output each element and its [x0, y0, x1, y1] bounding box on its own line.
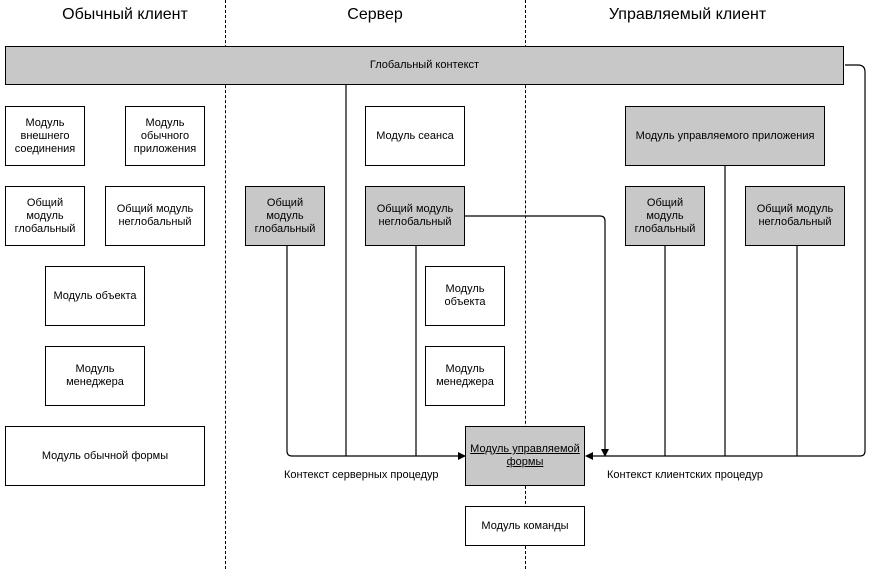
server-manager-module: Модуль менеджера: [425, 346, 505, 406]
session-module: Модуль сеанса: [365, 106, 465, 166]
module-external-connection: Модуль внешнего соединения: [5, 106, 85, 166]
column-divider-left: [225, 0, 226, 569]
managed-application-module-label: Модуль управляемого приложения: [635, 129, 815, 142]
command-module-label: Модуль команды: [481, 519, 569, 532]
wire-server-common-global: [286, 246, 466, 460]
global-context-label: Глобальный контекст: [369, 59, 480, 71]
managed-form-module: Модуль управляемой формы: [465, 426, 585, 486]
client-common-module-nonglobal: Общий модуль неглобальный: [105, 186, 205, 246]
server-object-module-label: Модуль объекта: [444, 283, 486, 308]
server-object-module: Модуль объекта: [425, 266, 505, 326]
client-context-label: Контекст клиентских процедур: [607, 469, 763, 481]
command-module: Модуль команды: [465, 506, 585, 546]
session-module-label: Модуль сеанса: [376, 129, 454, 142]
managed-common-module-nonglobal-label: Общий модуль неглобальный: [756, 203, 834, 228]
server-common-module-nonglobal-label: Общий модуль неглобальный: [376, 203, 454, 228]
server-manager-module-label: Модуль менеджера: [436, 363, 494, 388]
client-manager-module: Модуль менеджера: [45, 346, 145, 406]
column-title-server: Сервер: [347, 6, 403, 23]
global-context-bar: Глобальный контекст: [5, 46, 844, 85]
wire-global-context-return: [585, 64, 866, 460]
server-common-module-nonglobal: Общий модуль неглобальный: [365, 186, 465, 246]
managed-common-module-global: Общий модуль глобальный: [625, 186, 705, 246]
client-common-module-global-label: Общий модуль глобальный: [14, 196, 76, 235]
module-ordinary-application-label: Модуль обычного приложения: [133, 116, 197, 155]
module-external-connection-label: Модуль внешнего соединения: [14, 116, 76, 155]
column-title-managed-client: Управляемый клиент: [608, 6, 767, 23]
client-manager-module-label: Модуль менеджера: [66, 363, 124, 388]
column-title-ordinary-client: Обычный клиент: [62, 6, 188, 23]
client-object-module: Модуль объекта: [45, 266, 145, 326]
server-common-module-global: Общий модуль глобальный: [245, 186, 325, 246]
column-divider-right: [525, 0, 526, 569]
managed-form-module-label: Модуль управляемой формы: [470, 443, 580, 468]
client-common-module-global: Общий модуль глобальный: [5, 186, 85, 246]
client-object-module-label: Модуль объекта: [53, 289, 137, 302]
server-common-module-global-label: Общий модуль глобальный: [254, 196, 316, 235]
server-context-label: Контекст серверных процедур: [284, 469, 439, 481]
ordinary-form-module: Модуль обычной формы: [5, 426, 205, 486]
module-ordinary-application: Модуль обычного приложения: [125, 106, 205, 166]
managed-application-module: Модуль управляемого приложения: [625, 106, 825, 166]
wire-server-to-client-context: [465, 215, 609, 457]
ordinary-form-module-label: Модуль обычной формы: [41, 449, 169, 462]
managed-common-module-global-label: Общий модуль глобальный: [634, 196, 696, 235]
client-common-module-nonglobal-label: Общий модуль неглобальный: [116, 203, 194, 228]
managed-common-module-nonglobal: Общий модуль неглобальный: [745, 186, 845, 246]
